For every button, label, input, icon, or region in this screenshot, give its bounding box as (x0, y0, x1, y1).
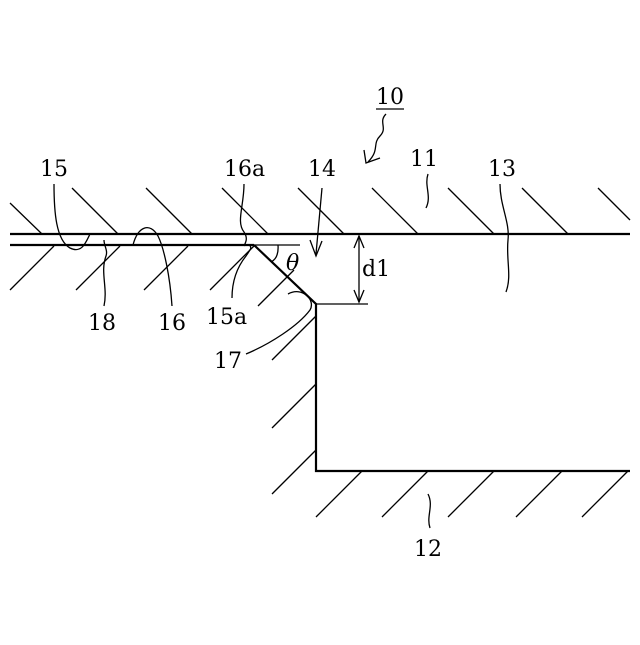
label-16: 16 (158, 311, 186, 336)
leader-15a (232, 246, 251, 298)
leader-15 (54, 184, 90, 250)
leader-16 (133, 228, 172, 306)
label-14: 14 (308, 157, 336, 182)
leader-13 (500, 184, 509, 292)
leader-17 (246, 292, 311, 354)
label-17: 17 (214, 349, 242, 374)
label-theta: θ (286, 251, 299, 276)
leader-11 (426, 174, 428, 208)
label-18: 18 (88, 311, 116, 336)
leader-16a (240, 184, 246, 246)
bottom-wall-hatching (316, 471, 628, 517)
label-12: 12 (414, 537, 442, 562)
label-10: 10 (376, 85, 404, 110)
arrow-10-shaft (368, 114, 386, 162)
label-d1: d1 (362, 257, 390, 282)
vertical-wall-hatching (272, 316, 316, 494)
step-profile (254, 245, 630, 471)
label-15a: 15a (206, 305, 247, 330)
leader-12 (428, 494, 430, 528)
label-13: 13 (488, 157, 516, 182)
label-16a: 16a (224, 157, 265, 182)
angle-arc (271, 245, 278, 262)
left-lower-hatching (10, 246, 294, 306)
label-15: 15 (40, 157, 68, 182)
label-11: 11 (410, 147, 438, 172)
leader-18 (104, 240, 107, 306)
